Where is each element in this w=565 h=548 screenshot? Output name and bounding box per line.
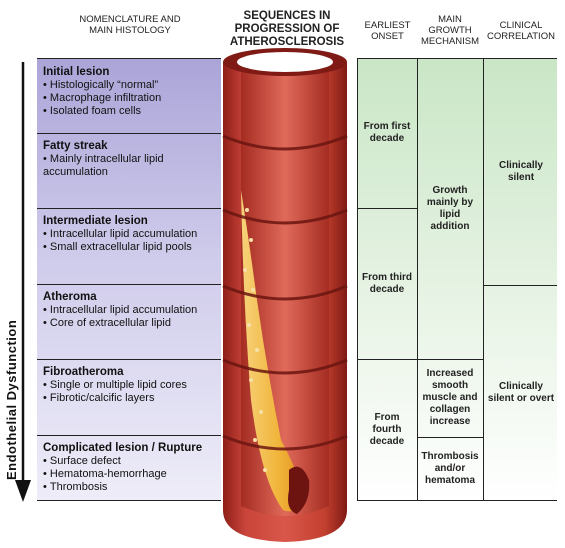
divider <box>37 500 221 501</box>
lipid-core <box>241 190 305 512</box>
stage-intermediate-lesion: Intermediate lesion Intracellular lipid … <box>37 209 221 254</box>
growth-lipid-addition: Growth mainly by lipid addition <box>426 184 474 232</box>
stage-item: Macrophage infiltration <box>43 92 216 105</box>
stage-item: Surface defect <box>43 455 216 468</box>
growth-thrombosis: Thrombosis and/or hematoma <box>421 451 479 486</box>
divider <box>357 58 557 59</box>
stage-title: Fatty streak <box>43 140 108 152</box>
divider <box>37 133 221 134</box>
stage-item: Small extracellular lipid pools <box>43 241 216 254</box>
divider <box>37 208 221 209</box>
stage-item: Intracellular lipid accumulation <box>43 304 216 317</box>
stage-item: Isolated foam cells <box>43 105 216 118</box>
stage-panel-background <box>37 58 221 501</box>
stage-item: Histologically “normal” <box>43 79 216 92</box>
header-onset: EARLIEST ONSET <box>364 20 411 42</box>
growth-smooth-muscle: Increased smooth muscle and collagen inc… <box>422 368 478 427</box>
artery-opening <box>237 52 333 72</box>
down-arrow-icon <box>15 62 31 502</box>
onset-first-decade: From first decade <box>363 121 411 144</box>
stage-item: Intracellular lipid accumulation <box>43 228 216 241</box>
divider <box>357 58 358 501</box>
stage-atheroma: Atheroma Intracellular lipid accumulatio… <box>37 285 221 330</box>
stage-complicated-lesion: Complicated lesion / Rupture Surface def… <box>37 436 221 494</box>
stage-item: Fibrotic/calcific layers <box>43 392 216 405</box>
clinical-silent-or-overt: Clinically silent or overt <box>487 381 555 404</box>
stage-item: Thrombosis <box>43 481 216 494</box>
header-nomenclature: NOMENCLATURE AND MAIN HISTOLOGY <box>79 14 181 36</box>
divider <box>483 285 557 286</box>
header-sequences: SEQUENCES IN PROGRESSION OF ATHEROSCLERO… <box>229 10 345 48</box>
stage-item: Single or multiple lipid cores <box>43 379 216 392</box>
segment-rings <box>222 134 348 451</box>
stage-fatty-streak: Fatty streak Mainly intracellular lipid … <box>37 134 221 179</box>
stage-item: Hematoma-hemorrhage <box>43 468 216 481</box>
thrombus <box>288 466 310 514</box>
divider <box>37 359 221 360</box>
clinical-silent: Clinically silent <box>499 159 543 183</box>
stage-initial-lesion: Initial lesion Histologically “normal” M… <box>37 60 221 118</box>
divider <box>357 208 417 209</box>
divider <box>417 58 418 501</box>
stage-title: Initial lesion <box>43 66 110 78</box>
divider <box>357 500 557 501</box>
divider <box>37 284 221 285</box>
divider <box>357 359 483 360</box>
foam-cells <box>243 208 267 472</box>
stage-item: Mainly intracellular lipid accumulation <box>43 153 193 179</box>
divider <box>37 435 221 436</box>
header-growth: MAIN GROWTH MECHANISM <box>420 14 480 47</box>
divider <box>417 437 483 438</box>
stage-title: Complicated lesion / Rupture <box>43 442 203 454</box>
divider <box>37 58 221 59</box>
header-clinical: CLINICAL CORRELATION <box>487 20 555 42</box>
stage-title: Intermediate lesion <box>43 215 148 227</box>
stage-item: Core of extracellular lipid <box>43 317 216 330</box>
onset-fourth-decade: From fourth decade <box>369 412 405 447</box>
stage-title: Atheroma <box>43 291 97 303</box>
onset-third-decade: From third decade <box>362 271 412 295</box>
stage-fibroatheroma: Fibroatheroma Single or multiple lipid c… <box>37 360 221 405</box>
divider <box>483 58 484 501</box>
artery-illustration <box>222 48 348 542</box>
stage-title: Fibroatheroma <box>43 366 124 378</box>
onset-panel-background <box>357 58 557 501</box>
